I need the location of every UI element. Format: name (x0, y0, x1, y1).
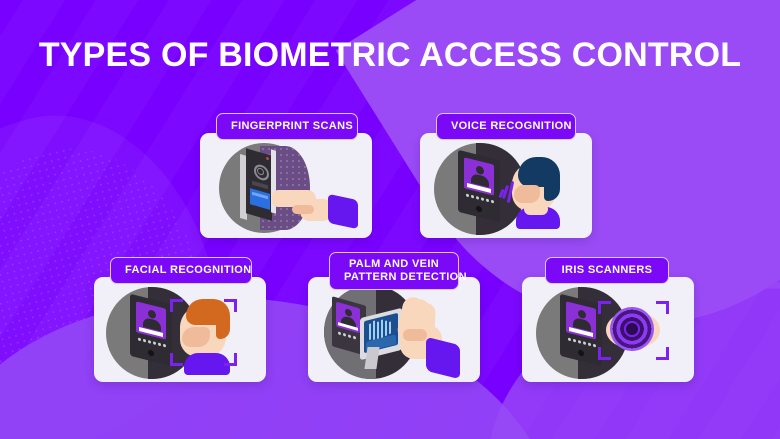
card-voice-recognition[interactable] (420, 133, 592, 238)
detection-bracket-icon (598, 347, 611, 360)
palm-shadow (403, 329, 427, 341)
card-iris-scanners[interactable] (522, 277, 694, 382)
card-badge-label: VOICE RECOGNITION (451, 120, 572, 132)
card-badge-iris-scanners[interactable]: IRIS SCANNERS (545, 257, 669, 284)
hair-back (216, 311, 230, 339)
illustration-iris-scanners (522, 277, 694, 382)
pupil-icon (626, 323, 638, 335)
shoulders (184, 353, 230, 375)
illustration-facial-recognition (94, 277, 266, 382)
neck (524, 203, 548, 215)
detection-bracket-icon (170, 299, 183, 312)
page-title: TYPES OF BIOMETRIC ACCESS CONTROL (38, 36, 742, 74)
detection-bracket-icon (656, 301, 669, 314)
card-badge-facial-recognition[interactable]: FACIAL RECOGNITION (110, 257, 252, 284)
face-shadow (514, 185, 540, 203)
card-badge-fingerprint-scans[interactable]: FINGERPRINT SCANS (216, 113, 358, 140)
card-badge-label-line2: PATTERN DETECTION (344, 271, 467, 283)
sleeve (426, 336, 460, 380)
illustration-fingerprint-scans (200, 133, 372, 238)
illustration-voice-recognition (420, 133, 592, 238)
hair-back (544, 171, 560, 201)
card-facial-recognition[interactable] (94, 277, 266, 382)
card-badge-label: FACIAL RECOGNITION (125, 264, 252, 276)
card-palm-and-vein-pattern-detection[interactable] (308, 277, 480, 382)
card-badge-palm-and-vein-pattern-detection[interactable]: PALM AND VEIN PATTERN DETECTION (329, 252, 467, 290)
detection-bracket-icon (224, 299, 237, 312)
card-badge-label-line1: PALM AND VEIN (348, 258, 440, 270)
card-badge-label: FINGERPRINT SCANS (231, 120, 354, 132)
face-shadow (182, 327, 210, 347)
detection-bracket-icon (224, 353, 237, 366)
card-badge-label: IRIS SCANNERS (561, 264, 653, 276)
illustration-palm-and-vein (308, 277, 480, 382)
detection-bracket-icon (656, 347, 669, 360)
detection-bracket-icon (170, 353, 183, 366)
card-badge-voice-recognition[interactable]: VOICE RECOGNITION (436, 113, 576, 140)
hand-palm (300, 199, 334, 221)
card-fingerprint-scans[interactable] (200, 133, 372, 238)
hand-finger-fold (292, 205, 314, 214)
scanner-led (266, 156, 269, 161)
detection-bracket-icon (598, 301, 611, 314)
sleeve (328, 193, 358, 230)
